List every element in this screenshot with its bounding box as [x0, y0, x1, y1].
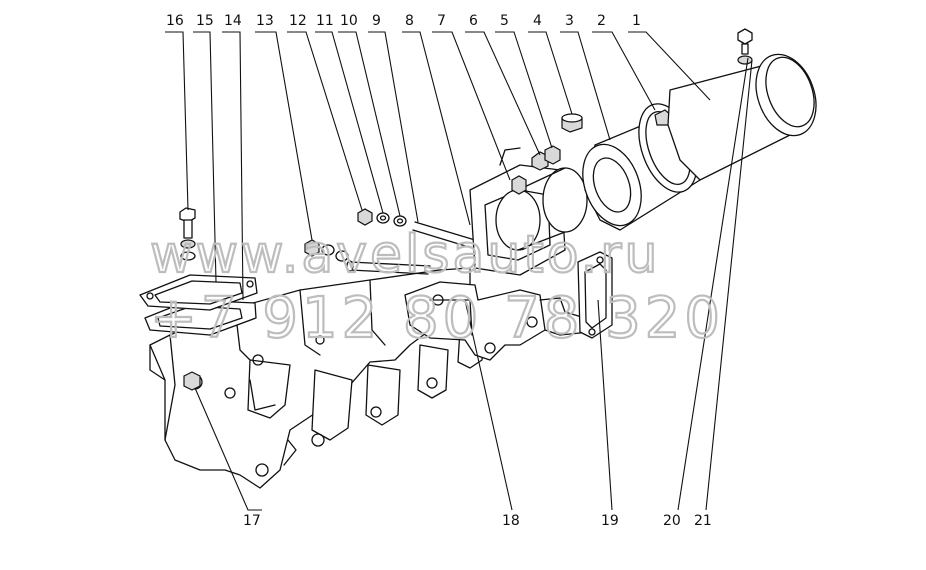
bolt-20: [737, 28, 753, 55]
cap-4: [561, 113, 583, 133]
watermark-phone: +7 912 80 78 320: [150, 286, 724, 351]
bolt-16: [179, 207, 196, 261]
gasket-15: [139, 274, 258, 311]
part-number-12: 12: [289, 13, 307, 29]
part-number-labels: 16 15 14 13 12 11 10 9 8 7 6 5 4 3 2 1 1…: [166, 13, 712, 529]
washer-21: [737, 55, 753, 65]
part-number-16: 16: [166, 13, 184, 29]
part-number-7: 7: [437, 13, 446, 29]
part-number-11: 11: [316, 13, 334, 29]
part-number-3: 3: [565, 13, 574, 29]
gasket-19: [577, 251, 613, 339]
part-number-15: 15: [196, 13, 214, 29]
part-number-9: 9: [372, 13, 381, 29]
part-number-8: 8: [405, 13, 414, 29]
part-number-14: 14: [224, 13, 242, 29]
part-number-4: 4: [533, 13, 542, 29]
part-number-13: 13: [256, 13, 274, 29]
bolt-5-6: [531, 145, 561, 171]
turbo-elbow: [469, 147, 588, 276]
watermark: www.avelsauto.ru +7 912 80 78 320: [149, 224, 724, 352]
pipe-1: [667, 53, 817, 181]
part-number-6: 6: [469, 13, 478, 29]
washer-11: [376, 212, 390, 224]
part-number-10: 10: [340, 13, 358, 29]
part-number-17: 17: [243, 513, 261, 529]
watermark-site: www.avelsauto.ru: [150, 225, 661, 285]
part-number-21: 21: [694, 513, 712, 529]
part-number-2: 2: [597, 13, 606, 29]
part-number-18: 18: [502, 513, 520, 529]
nut-13: [304, 239, 349, 262]
nut-12: [357, 208, 373, 226]
part-number-1: 1: [632, 13, 641, 29]
part-number-19: 19: [601, 513, 619, 529]
part-number-20: 20: [663, 513, 681, 529]
leader-lines: [165, 31, 753, 511]
flange-18: [404, 281, 591, 361]
part-number-5: 5: [500, 13, 509, 29]
